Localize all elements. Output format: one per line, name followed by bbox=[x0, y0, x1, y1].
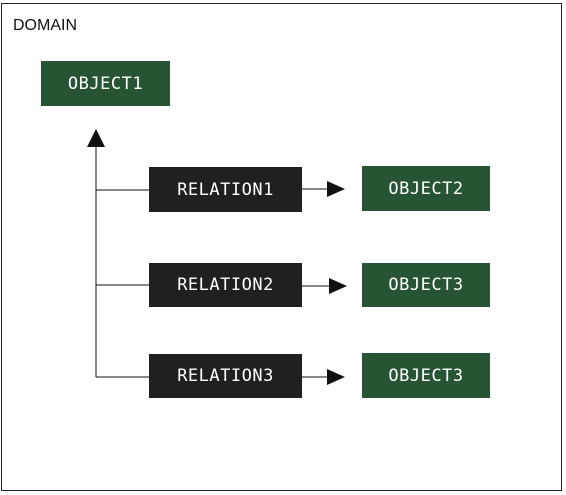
arrowhead-object3b bbox=[327, 369, 345, 385]
domain-label: DOMAIN bbox=[13, 17, 77, 34]
arrowhead-object3a bbox=[329, 278, 347, 294]
arrow-up-to-object1 bbox=[87, 129, 105, 147]
node-relation1: RELATION1 bbox=[149, 167, 302, 212]
arrowhead-object2 bbox=[327, 181, 345, 197]
node-object3-b: OBJECT3 bbox=[362, 353, 490, 398]
node-object1: OBJECT1 bbox=[41, 61, 170, 106]
node-object2: OBJECT2 bbox=[362, 166, 490, 211]
node-object3-a: OBJECT3 bbox=[362, 263, 490, 307]
node-relation2: RELATION2 bbox=[149, 263, 302, 307]
node-relation3: RELATION3 bbox=[149, 354, 302, 398]
